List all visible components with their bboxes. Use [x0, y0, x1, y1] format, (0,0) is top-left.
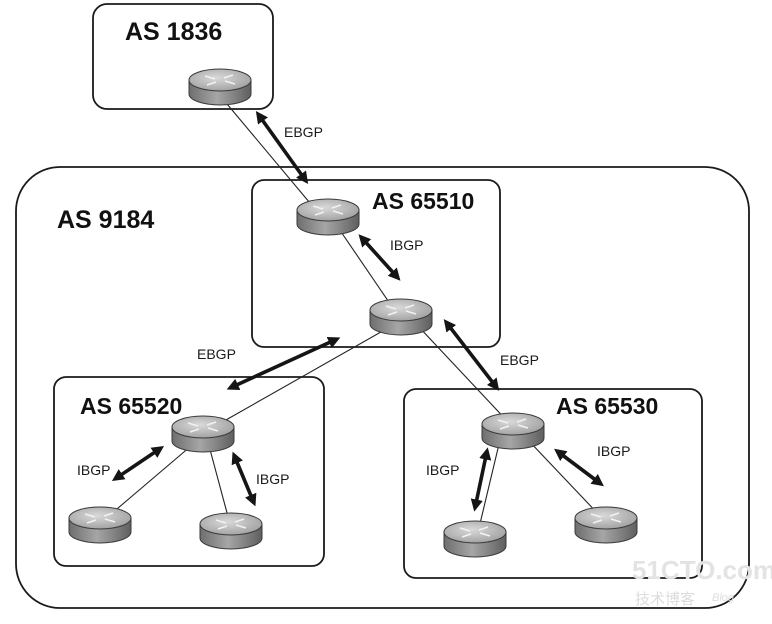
ebgp-label-1836-65510: EBGP	[284, 124, 323, 140]
router-icon	[296, 198, 360, 236]
as65520-title: AS 65520	[80, 393, 182, 419]
as1836-box	[92, 3, 274, 110]
link-65530-right	[527, 439, 603, 519]
links	[103, 97, 603, 533]
ibgp-label-65510: IBGP	[390, 237, 423, 253]
ibgp-arrow-65530-left	[470, 447, 492, 512]
as65520-box	[53, 376, 325, 567]
router-icon	[199, 512, 263, 550]
ibgp-label-65530-left: IBGP	[426, 462, 459, 478]
as9184-box	[15, 166, 750, 609]
link-65510b-65530	[417, 325, 511, 425]
as9184-title: AS 9184	[57, 206, 154, 234]
ibgp-arrow-65520-left	[111, 445, 165, 482]
link-65520-left	[103, 439, 199, 521]
ebgp-label-65510-65530: EBGP	[500, 352, 539, 368]
link-65510b-65520	[202, 327, 389, 434]
ibgp-arrow-65530-right	[554, 448, 604, 487]
ibgp-label-65530-right: IBGP	[597, 443, 630, 459]
ibgp-arrow-65520-right	[231, 451, 257, 507]
ibgp-label-65520-right: IBGP	[256, 471, 289, 487]
as65510-title: AS 65510	[372, 188, 474, 214]
ibgp-label-65520-left: IBGP	[77, 462, 110, 478]
as1836-title: AS 1836	[125, 18, 222, 46]
watermark: 51CTO.com 技术博客 Blog	[632, 555, 772, 608]
router-icon	[171, 415, 235, 453]
as65530-title: AS 65530	[556, 393, 658, 419]
watermark-site: 51CTO.com	[632, 555, 772, 585]
router-icon	[369, 298, 433, 336]
watermark-blog: Blog	[712, 592, 735, 604]
ebgp-arrow-65510-65520	[226, 337, 341, 390]
ebgp-arrow-65510-65530	[443, 319, 500, 391]
ebgp-arrow-1836-65510	[255, 111, 309, 184]
link-1836-65510a	[221, 97, 321, 216]
router-icon	[443, 520, 507, 558]
as65530-box	[403, 388, 703, 579]
as65510-box	[251, 179, 501, 348]
ebgp-label-65510-65520: EBGP	[197, 346, 236, 362]
router-icon	[188, 68, 252, 106]
ibgp-arrow-65510	[358, 234, 401, 281]
router-icon	[574, 506, 638, 544]
router-icon	[68, 506, 132, 544]
watermark-tagline: 技术博客	[635, 590, 695, 608]
router-icon	[481, 412, 545, 450]
link-65520-right	[207, 441, 231, 525]
